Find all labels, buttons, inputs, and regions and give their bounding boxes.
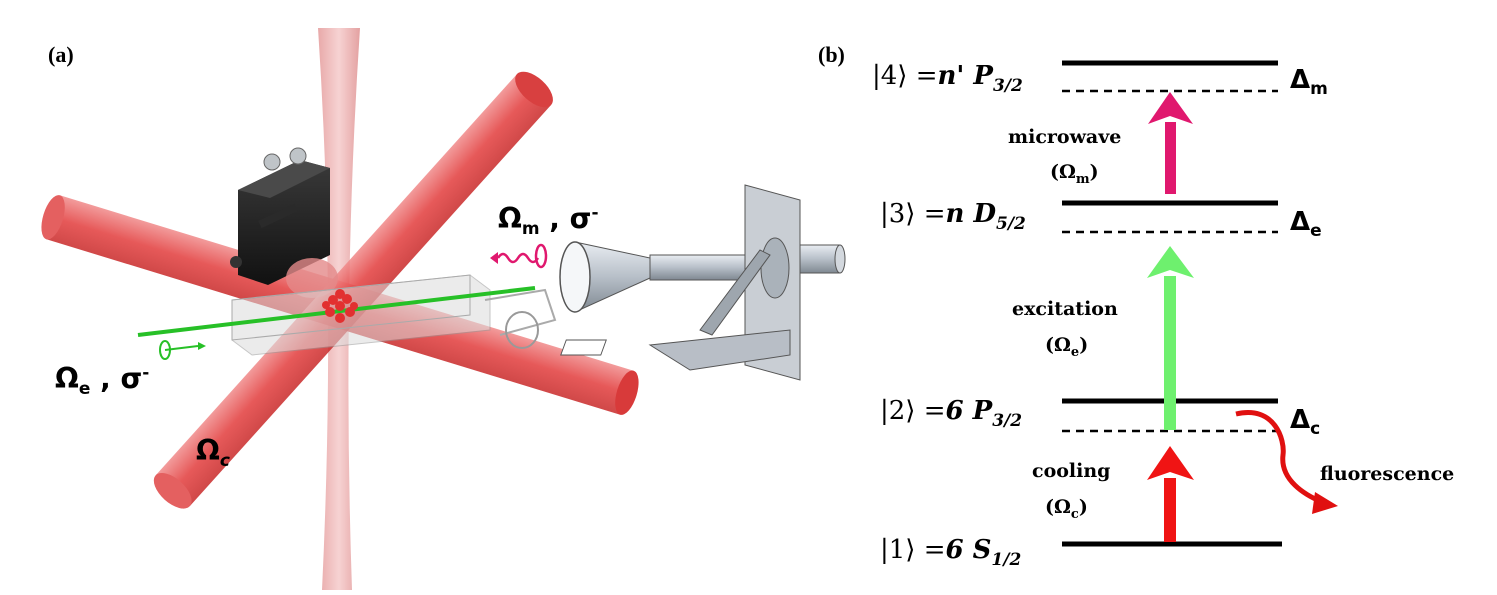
panel-a: (a) (41, 28, 846, 590)
cooling-label: cooling (1032, 460, 1110, 482)
excitation-arrow (1147, 246, 1194, 430)
level-2-label: |2⟩ =6 P3/2 (880, 396, 1022, 431)
excitation-beam (137, 286, 536, 337)
fluorescence-label: fluorescence (1320, 463, 1454, 485)
fluorescence-arrow-head (1312, 492, 1338, 514)
microwave-label: microwave (1008, 126, 1121, 148)
panel-a-tag: (a) (48, 42, 74, 67)
vacuum-cell (231, 274, 557, 356)
camera (230, 147, 338, 298)
detuning-c: Δc (1290, 405, 1320, 439)
panel-b-tag: (b) (818, 42, 845, 67)
horn-antenna (559, 184, 846, 381)
cooling-rabi: (Ωc) (1045, 496, 1088, 522)
atom-cloud (322, 289, 358, 323)
sigma-e-icon (159, 340, 206, 360)
level-1-label: |1⟩ =6 S1/2 (880, 535, 1021, 570)
cooling-arrow (1147, 446, 1194, 542)
level-3-label: |3⟩ =n D5/2 (880, 199, 1026, 234)
panel-b: (b) |4⟩ =n' P3/2 |3⟩ =n D5/2 |2⟩ =6 P3/2… (818, 42, 1454, 570)
microwave-rabi: (Ωm) (1050, 161, 1099, 187)
fluorescence-arrow (1235, 410, 1323, 505)
microwave-arrow (1148, 92, 1193, 194)
label-omega-m: Ωm , σ- (498, 202, 599, 239)
excitation-label: excitation (1012, 298, 1118, 320)
excitation-rabi: (Ωe) (1045, 334, 1088, 360)
detuning-e: Δe (1290, 207, 1322, 241)
label-omega-c: Ωc (196, 434, 230, 471)
label-omega-e: Ωe , σ- (55, 362, 149, 399)
level-4-label: |4⟩ =n' P3/2 (872, 61, 1023, 96)
microwave-wave-icon (490, 243, 548, 269)
detuning-m: Δm (1290, 65, 1328, 99)
